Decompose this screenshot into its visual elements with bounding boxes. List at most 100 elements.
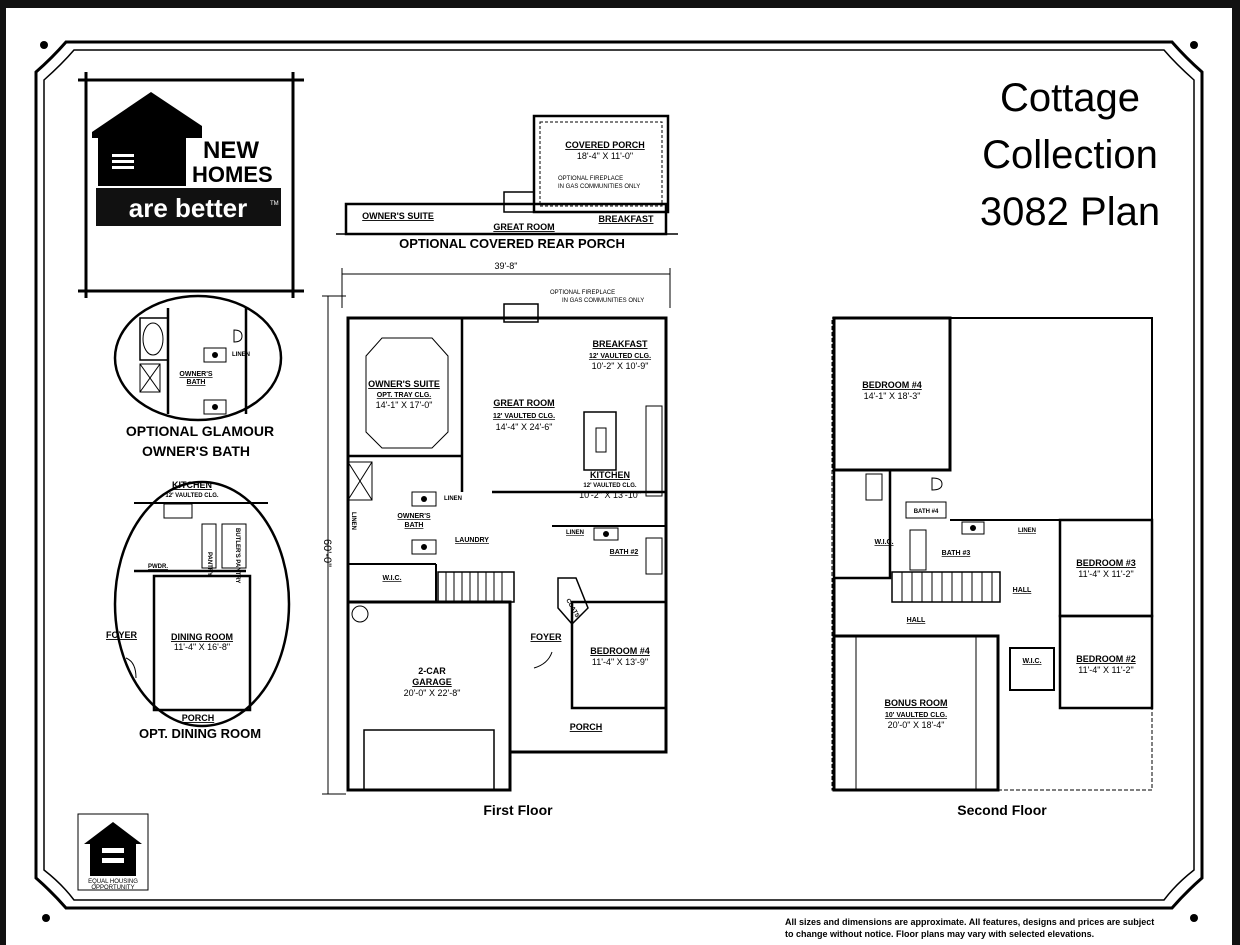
second-linen-label: LINEN <box>1018 528 1036 534</box>
corner-dot <box>1190 41 1198 49</box>
corner-dot <box>42 914 50 922</box>
breakfast-dim: 10'-2" X 10'-9" <box>592 361 649 371</box>
first-fireplace-note: OPTIONAL FIREPLACE <box>550 290 615 296</box>
breakfast-sub: 12' VAULTED CLG. <box>589 353 651 360</box>
bath4-label: BATH #4 <box>914 509 939 515</box>
new-homes-logo: NEW HOMES are better TM <box>78 72 304 298</box>
bedroom2-dim: 11'-4" X 11'-2" <box>1078 665 1134 675</box>
dining-kitchen-label: KITCHEN <box>172 480 212 490</box>
first-bedroom-label: BEDROOM #4 <box>590 646 650 656</box>
first-floor-width: 39'-8" <box>495 261 518 271</box>
owners-bath-label-2: BATH <box>405 522 424 529</box>
floor-plan-sheet: Cottage Collection 3082 Plan NEW HOMES a… <box>6 8 1232 945</box>
rear-owners-suite: OWNER'S SUITE <box>362 211 434 221</box>
first-bedroom-dim: 11'-4" X 13'-9" <box>592 657 648 667</box>
garage-label-2: GARAGE <box>412 677 452 687</box>
garage-dim: 20'-0" X 22'-8" <box>404 688 461 698</box>
glamour-bath-inset: OWNER'S BATH LINEN OPTIONAL GLAMOUR OWNE… <box>113 294 283 459</box>
house-icon <box>92 92 202 186</box>
logo-homes: HOMES <box>192 162 273 187</box>
bonus-room-sub: 10' VAULTED CLG. <box>885 712 947 719</box>
second-floor-caption: Second Floor <box>957 802 1047 818</box>
title-line-3: 3082 Plan <box>980 190 1160 234</box>
corner-dot <box>40 41 48 49</box>
decorative-frame <box>34 40 1204 910</box>
covered-porch-dim: 18'-4" X 11'-0" <box>577 151 633 161</box>
dining-butler-label: BUTLER'S PANTRY <box>234 528 240 583</box>
breakfast-label: BREAKFAST <box>592 339 648 349</box>
first-fireplace-note-2: IN GAS COMMUNITIES ONLY <box>562 298 644 304</box>
kitchen-sub: 12' VAULTED CLG. <box>583 483 637 489</box>
equal-housing-logo: EQUAL HOUSING OPPORTUNITY <box>77 813 149 891</box>
kitchen-dim: 10'-2" X 13'-10" <box>579 490 641 500</box>
ehoc-line-2: OPPORTUNITY <box>91 885 134 891</box>
first-porch-label: PORCH <box>570 722 603 732</box>
owners-suite-label: OWNER'S SUITE <box>368 379 440 389</box>
disclaimer-line-2: to change without notice. Floor plans ma… <box>785 929 1095 939</box>
dining-caption: OPT. DINING ROOM <box>139 726 261 741</box>
logo-new: NEW <box>203 137 259 164</box>
bonus-room-label: BONUS ROOM <box>885 698 948 708</box>
glamour-caption-2: OWNER'S BATH <box>142 443 250 459</box>
laundry-label: LAUNDRY <box>455 537 489 544</box>
garage-label: 2-CAR <box>418 666 446 676</box>
rear-porch-caption: OPTIONAL COVERED REAR PORCH <box>399 236 625 251</box>
logo-tm: TM <box>270 201 279 207</box>
second-wic-label: W.I.C. <box>874 539 893 546</box>
great-room-sub: 12' VAULTED CLG. <box>493 413 555 420</box>
bonus-room-dim: 20'-0" X 18'-4" <box>888 720 945 730</box>
dining-kitchen-sub: 12' VAULTED CLG. <box>165 493 219 499</box>
first-floor-caption: First Floor <box>483 802 553 818</box>
dining-pantry-label: PANTRY <box>206 552 212 576</box>
rear-great-room: GREAT ROOM <box>493 222 554 232</box>
title-line-1: Cottage <box>1000 76 1140 120</box>
owners-suite-dim: 14'-1" X 17'-0" <box>376 400 433 410</box>
great-room-dim: 14'-4" X 24'-6" <box>496 422 553 432</box>
bath2-linen-label: LINEN <box>566 530 584 536</box>
plan-title: Cottage Collection 3082 Plan <box>980 76 1160 234</box>
covered-porch-label: COVERED PORCH <box>565 140 645 150</box>
rear-fireplace-note: OPTIONAL FIREPLACE <box>558 176 623 182</box>
second-floor-plan: BEDROOM #4 14'-1" X 18'-3" W.I.C. BATH #… <box>831 316 1154 818</box>
logo-tagline: are better <box>129 193 248 223</box>
dining-porch-label: PORCH <box>182 713 215 723</box>
glamour-caption: OPTIONAL GLAMOUR <box>126 423 274 439</box>
bedroom2-label: BEDROOM #2 <box>1076 654 1136 664</box>
wic-label: W.I.C. <box>382 575 401 582</box>
owners-bath-label: OWNER'S <box>397 513 430 520</box>
great-room-label: GREAT ROOM <box>493 398 554 408</box>
linen-label: LINEN <box>444 496 462 502</box>
glamour-linen-label: LINEN <box>232 352 250 358</box>
glamour-room-label: OWNER'S <box>179 371 212 378</box>
floor-plan-drawing: Cottage Collection 3082 Plan NEW HOMES a… <box>34 40 1204 922</box>
hall-label-2: HALL <box>1013 587 1032 594</box>
dining-room-inset: KITCHEN 12' VAULTED CLG. PANTRY BUTLER'S… <box>106 480 291 741</box>
kitchen-label: KITCHEN <box>590 470 630 480</box>
dining-foyer-label: FOYER <box>106 630 138 640</box>
first-floor-plan: 39'-8" 60'-0" OPTIONAL FIREPLACE IN GAS … <box>321 261 671 818</box>
glamour-room-label-2: BATH <box>187 379 206 386</box>
bedroom3-dim: 11'-4" X 11'-2" <box>1078 569 1134 579</box>
second-bedroom4-label: BEDROOM #4 <box>862 380 922 390</box>
dining-room-label: DINING ROOM <box>171 632 233 642</box>
hall-label: HALL <box>907 617 926 624</box>
second-wic2-label: W.I.C. <box>1022 658 1041 665</box>
second-bedroom4-dim: 14'-1" X 18'-3" <box>864 391 921 401</box>
rear-fireplace-note-2: IN GAS COMMUNITIES ONLY <box>558 184 640 190</box>
corner-dot <box>1190 914 1198 922</box>
owners-suite-sub: OPT. TRAY CLG. <box>377 392 432 399</box>
title-line-2: Collection <box>982 133 1158 177</box>
rear-breakfast: BREAKFAST <box>598 214 654 224</box>
first-foyer-label: FOYER <box>530 632 562 642</box>
bath2-label: BATH #2 <box>610 549 639 556</box>
rear-porch-plan: COVERED PORCH 18'-4" X 11'-0" OPTIONAL F… <box>336 114 678 251</box>
dining-pwdr-label: PWDR. <box>148 564 168 570</box>
dining-room-dim: 11'-4" X 16'-8" <box>174 642 230 652</box>
linen-label-2: LINEN <box>350 512 356 530</box>
bath3-label: BATH #3 <box>942 550 971 557</box>
disclaimer-line-1: All sizes and dimensions are approximate… <box>785 917 1155 927</box>
bedroom3-label: BEDROOM #3 <box>1076 558 1136 568</box>
disclaimer: All sizes and dimensions are approximate… <box>785 916 1205 945</box>
ehoc-line-1: EQUAL HOUSING <box>88 879 138 885</box>
first-floor-depth: 60'-0" <box>321 539 333 567</box>
